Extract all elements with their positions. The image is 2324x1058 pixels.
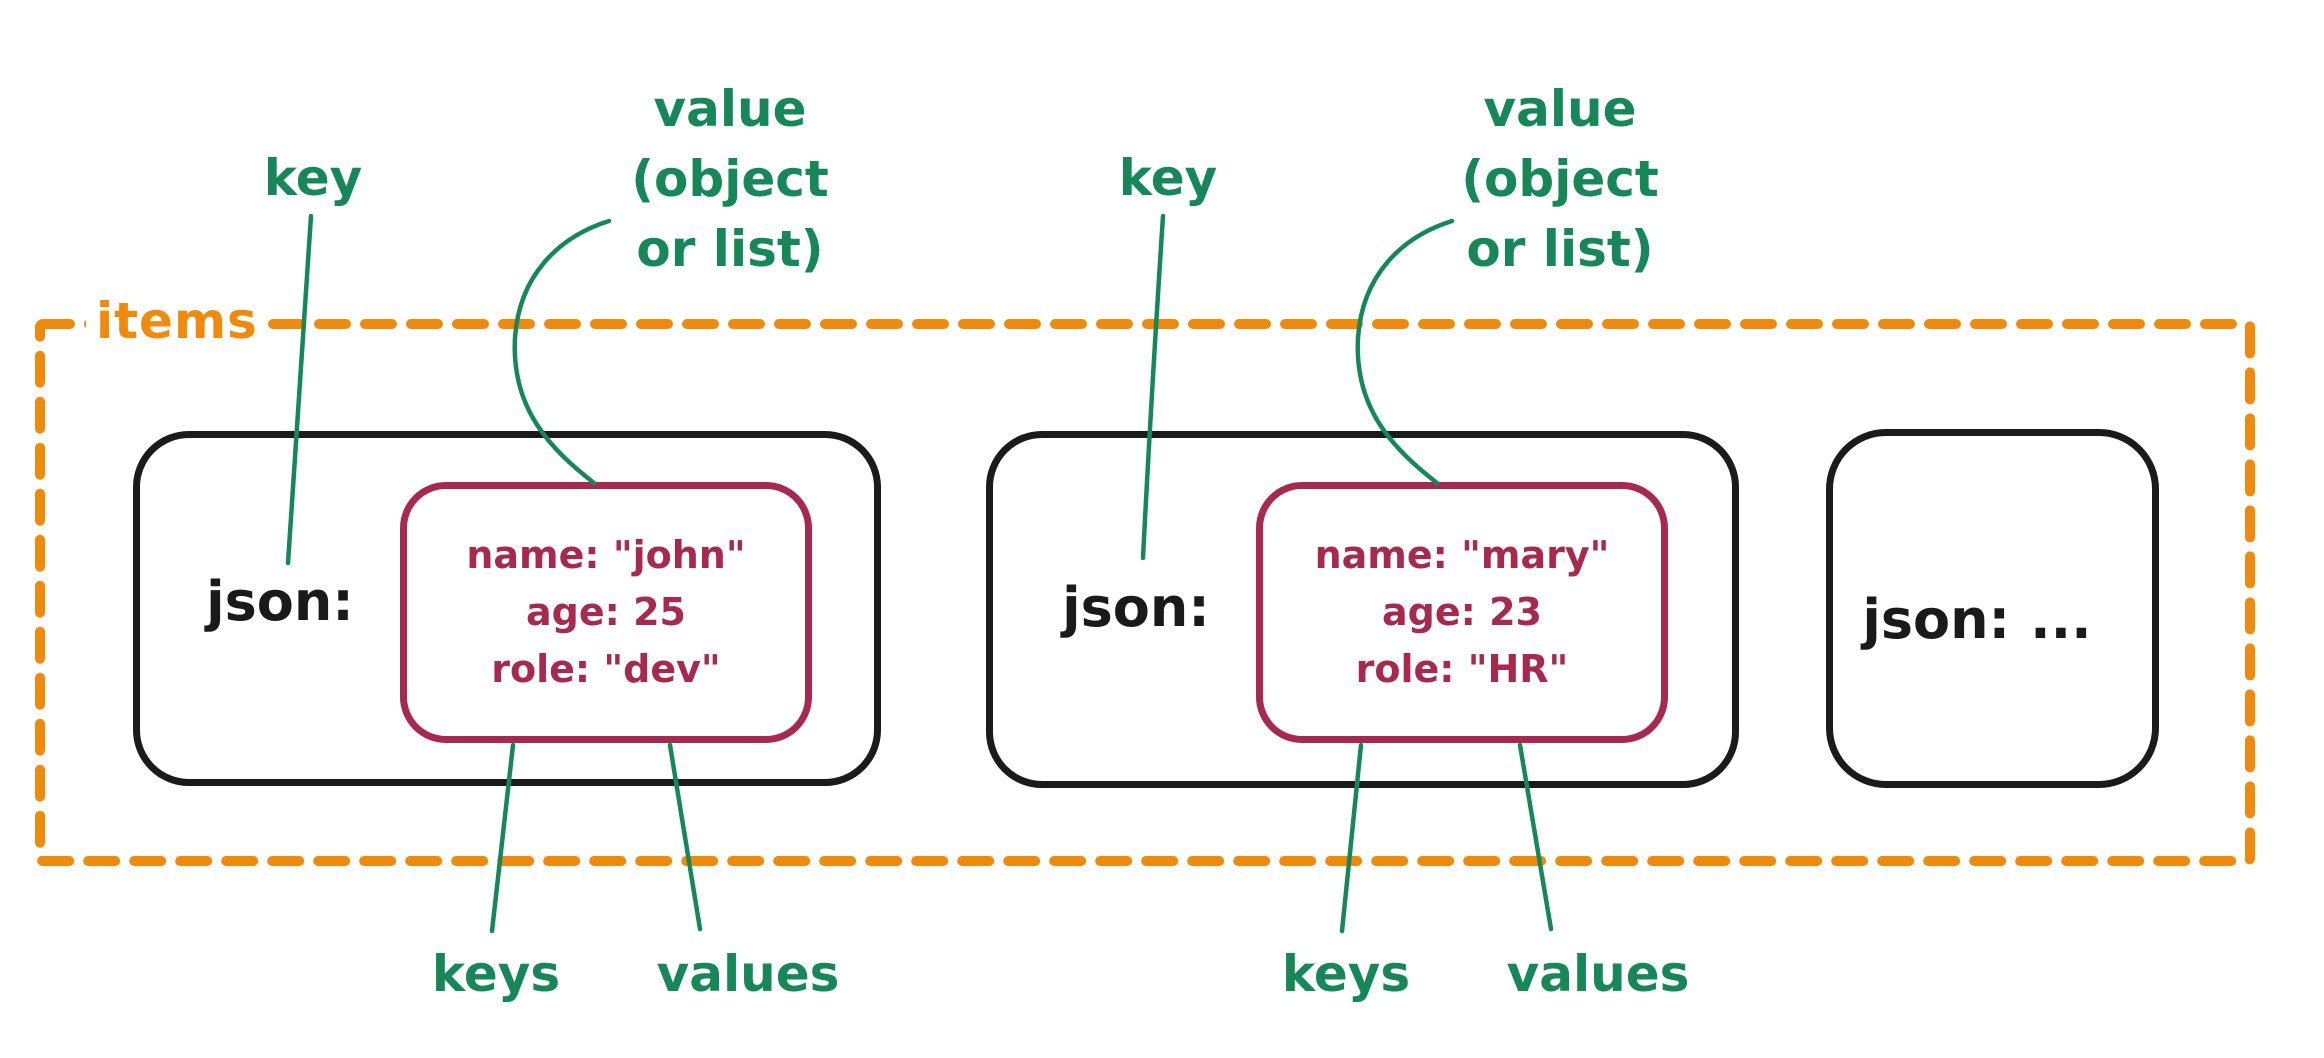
value-annotation-line2: (object	[1461, 150, 1659, 208]
value-annotation-line1: value	[1483, 80, 1637, 138]
object-entry-age: age: 23	[1382, 590, 1542, 634]
value-annotation-line2: (object	[631, 150, 829, 208]
items-collection-label: items	[86, 292, 268, 350]
json-object-box-1: name: "john" age: 25 role: "dev"	[400, 482, 812, 743]
object-entry-role: role: "HR"	[1355, 647, 1569, 691]
json-key-text: json:	[1862, 588, 2011, 651]
object-entry-name: name: "john"	[466, 533, 746, 577]
object-entry-role: role: "dev"	[491, 647, 721, 691]
ellipsis-text: ...	[2030, 588, 2092, 651]
json-key-label-3: json:...	[1846, 587, 2108, 653]
key-annotation-1: key	[263, 149, 363, 207]
key-annotation-2: key	[1118, 149, 1218, 207]
value-annotation-1: value (object or list)	[615, 74, 845, 284]
value-annotation-line3: or list)	[1466, 220, 1654, 278]
value-annotation-line3: or list)	[636, 220, 824, 278]
object-entry-name: name: "mary"	[1314, 533, 1610, 577]
keys-annotation-1: keys	[431, 945, 561, 1003]
keys-annotation-2: keys	[1281, 945, 1411, 1003]
object-entry-age: age: 25	[526, 590, 686, 634]
json-key-label-2: json:	[1062, 576, 1210, 639]
values-annotation-2: values	[1506, 945, 1690, 1003]
json-key-label-1: json:	[206, 570, 354, 633]
json-object-box-2: name: "mary" age: 23 role: "HR"	[1256, 482, 1668, 743]
value-annotation-2: value (object or list)	[1445, 74, 1675, 284]
value-annotation-line1: value	[653, 80, 807, 138]
values-annotation-1: values	[656, 945, 840, 1003]
